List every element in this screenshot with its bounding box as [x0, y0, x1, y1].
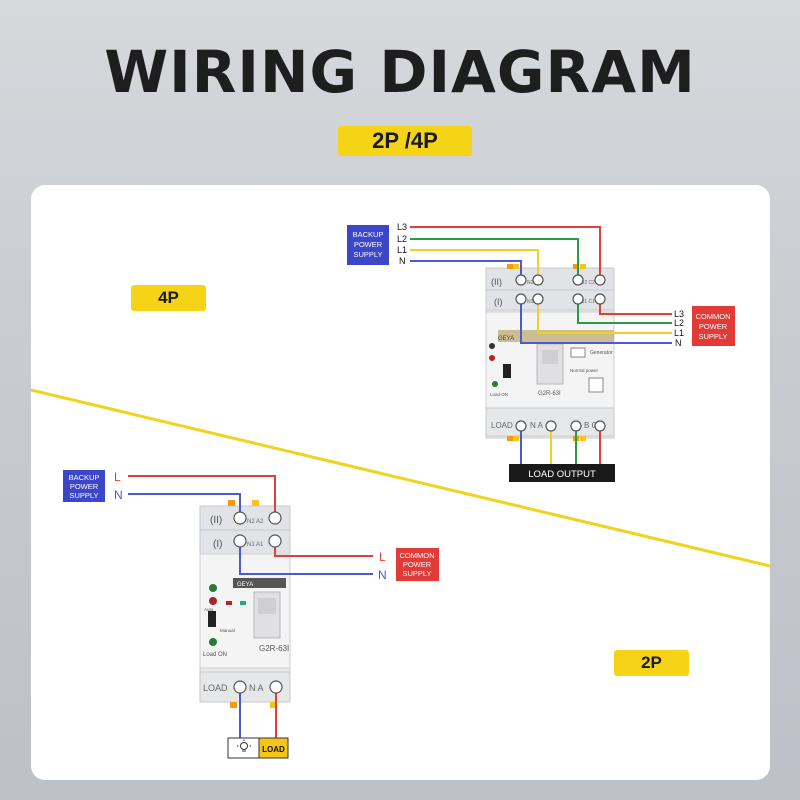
load-terms-2p: N A [249, 683, 264, 693]
load-terms-a-4p: N A [530, 421, 544, 430]
row-1-label-4p: (I) [494, 297, 503, 307]
wire-4p-common-l1 [537, 299, 672, 334]
wire-2p-backup-l [128, 475, 276, 518]
terminals-2p [233, 511, 283, 694]
generator-label-4p: Generator [590, 350, 613, 356]
backup-4p-l2-label: L2 [397, 234, 407, 244]
row-2-label-4p: (II) [491, 277, 502, 287]
page-title: WIRING DIAGRAM [104, 38, 696, 106]
badge-2p: 2P [614, 650, 689, 676]
backup-power-supply-2p: BACKUP POWER SUPPLY [63, 470, 105, 502]
switch-2p-body: (II) (I) N2 A2 N1 A1 GEYA Auto Manual Lo… [199, 500, 291, 708]
badge-4p: 4P [131, 285, 206, 311]
backup-4p-n-label: N [399, 256, 406, 266]
svg-text:SUPPLY: SUPPLY [698, 332, 727, 341]
wire-2p-backup-n [128, 493, 241, 518]
terminals-1b-4p: B1 C1 [581, 299, 595, 305]
row-1-label-2p: (I) [213, 539, 222, 550]
svg-text:POWER: POWER [70, 482, 99, 491]
svg-text:BACKUP: BACKUP [69, 473, 100, 482]
svg-text:POWER: POWER [354, 240, 383, 249]
wire-2p-common-n [239, 541, 373, 575]
terminals-2-2p: N2 A2 [247, 519, 264, 525]
svg-text:SUPPLY: SUPPLY [69, 491, 98, 500]
load-output-box: LOAD OUTPUT [509, 464, 615, 482]
terminals-1-2p: N1 A1 [247, 542, 264, 548]
diagram-card [31, 185, 770, 780]
normal-power-label-4p: Normal power [570, 368, 599, 373]
backup-2p-l-label: L [114, 470, 121, 484]
common-power-supply-4p: COMMON POWER SUPPLY [692, 306, 735, 346]
row-2-label-2p: (II) [210, 515, 222, 526]
brand-4p: GEYA [498, 336, 514, 342]
load-terms-b-4p: B C [584, 421, 598, 430]
common-2p-l-label: L [379, 550, 386, 564]
wire-4p-common-n [520, 299, 672, 344]
auto-label-2p: Auto [204, 607, 214, 612]
svg-text:LOAD OUTPUT: LOAD OUTPUT [528, 469, 596, 480]
svg-text:SUPPLY: SUPPLY [402, 569, 431, 578]
svg-text:BACKUP: BACKUP [353, 230, 384, 239]
brand-2p: GEYA [237, 582, 253, 588]
terminals-2b-4p: B2 C2 [581, 280, 595, 286]
model-2p: G2R-63I [259, 644, 289, 653]
load-row-4p: LOAD [491, 421, 513, 430]
model-4p: G2R-63I [538, 391, 561, 397]
svg-text:POWER: POWER [699, 322, 728, 331]
light-bulb-icon [237, 739, 251, 752]
svg-text:COMMON: COMMON [696, 312, 731, 321]
backup-4p-l1-label: L1 [397, 245, 407, 255]
load-on-label-2p: Load ON [203, 652, 227, 658]
common-4p-n-label: N [675, 338, 682, 348]
common-4p-l1-label: L1 [674, 328, 684, 338]
wire-4p-backup-l2 [410, 238, 579, 280]
load-on-label-4p: Load ON [490, 392, 508, 397]
terminals-4p [515, 274, 606, 432]
diagram-4p: (II) (I) N2 A2 B2 C2 N1 A1 B1 C1 GEYA Ge… [347, 222, 735, 482]
svg-text:POWER: POWER [403, 560, 432, 569]
backup-4p-l3-label: L3 [397, 222, 407, 232]
load-label-2p: LOAD [262, 745, 285, 754]
wire-4p-backup-l1 [410, 249, 539, 280]
divider-line [31, 388, 770, 568]
load-row-2p: LOAD [203, 683, 228, 693]
svg-text:SUPPLY: SUPPLY [353, 250, 382, 259]
manual-label-2p: Manual [220, 628, 235, 633]
backup-2p-n-label: N [114, 488, 123, 502]
wire-4p-backup-l3 [410, 226, 601, 280]
common-2p-n-label: N [378, 568, 387, 582]
load-box-2p: LOAD [227, 737, 289, 759]
diagram-2p: (II) (I) N2 A2 N1 A1 GEYA Auto Manual Lo… [63, 470, 439, 759]
badge-2p-4p: 2P /4P [338, 126, 472, 156]
wire-4p-backup-n [410, 260, 522, 280]
common-4p-l3-label: L3 [674, 309, 684, 319]
common-4p-l2-label: L2 [674, 318, 684, 328]
svg-text:COMMON: COMMON [400, 551, 435, 560]
common-power-supply-2p: COMMON POWER SUPPLY [396, 548, 439, 581]
switch-4p-body: (II) (I) N2 A2 B2 C2 N1 A1 B1 C1 GEYA Ge… [485, 264, 615, 441]
wire-4p-common-l2 [577, 299, 672, 324]
backup-power-supply-4p: BACKUP POWER SUPPLY [347, 225, 389, 265]
